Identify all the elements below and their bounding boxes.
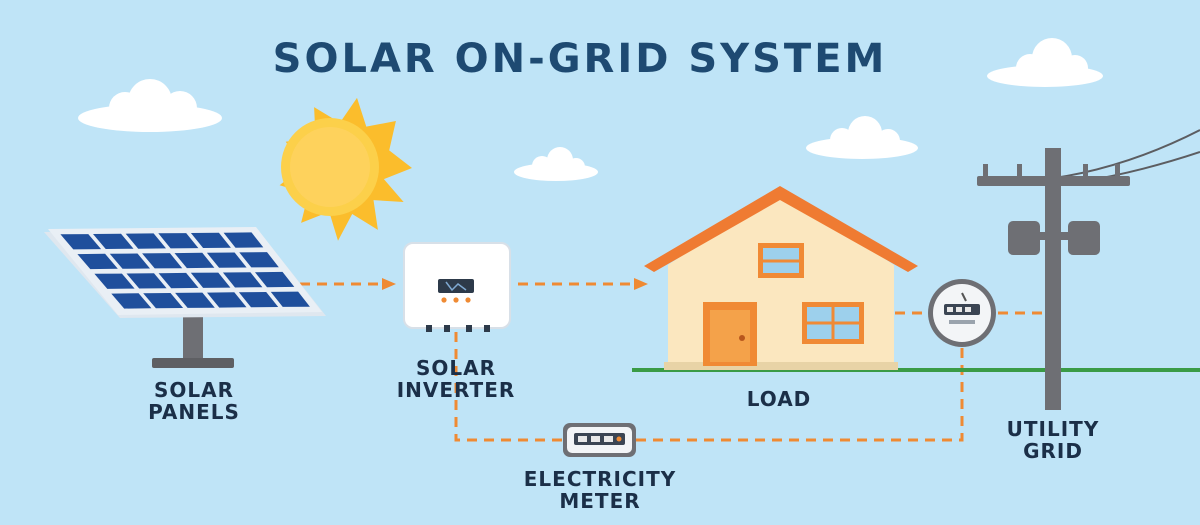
inverter-icon <box>403 242 511 332</box>
solar-cell <box>77 253 118 270</box>
solar-cell <box>93 233 134 249</box>
diagram-title: SOLAR ON-GRID SYSTEM <box>272 36 888 82</box>
utility-pole-icon <box>977 129 1200 410</box>
cloud-icon <box>514 147 598 181</box>
solar-cell <box>239 252 279 268</box>
house-icon <box>644 186 918 370</box>
solar-cell <box>60 234 102 250</box>
label-electricity-meter-line2: METER <box>559 489 641 513</box>
label-solar-inverter-line1: SOLAR <box>415 356 497 380</box>
cloud-icon <box>806 116 918 159</box>
label-utility-grid-line2: GRID <box>1023 439 1083 463</box>
electricity-meter-icon <box>928 279 996 347</box>
arrow-head-icon <box>634 278 648 290</box>
solar-cell <box>125 233 166 249</box>
label-solar-panels-line1: SOLAR <box>153 378 235 402</box>
solar-panel-icon <box>44 227 326 368</box>
solar-cell <box>223 232 264 248</box>
solar-cell <box>222 272 263 288</box>
label-solar-panels: SOLAR PANELS <box>124 379 264 423</box>
solar-cell <box>158 233 199 249</box>
solar-cell <box>126 273 167 289</box>
solar-cell <box>207 292 247 308</box>
label-utility-grid-line1: UTILITY <box>1006 417 1100 441</box>
solar-cell <box>158 272 199 289</box>
label-solar-panels-line2: PANELS <box>148 400 240 424</box>
label-load-text: LOAD <box>746 387 812 411</box>
solar-cell <box>94 273 135 289</box>
solar-cell <box>190 272 231 288</box>
solar-cell <box>255 271 295 288</box>
label-utility-grid: UTILITY GRID <box>983 418 1123 462</box>
solar-cell <box>270 291 310 307</box>
sun-icon <box>279 97 412 241</box>
solar-cell <box>175 292 215 308</box>
label-electricity-meter-line1: ELECTRICITY <box>523 467 677 491</box>
label-electricity-meter: ELECTRICITY METER <box>488 468 712 512</box>
solar-cell <box>206 252 247 268</box>
label-solar-inverter-line2: INVERTER <box>396 378 516 402</box>
label-load: LOAD <box>724 388 834 410</box>
arrow-head-icon <box>382 278 396 290</box>
cloud-icon <box>78 79 222 132</box>
label-solar-inverter: SOLAR INVERTER <box>376 357 536 401</box>
solar-cell <box>142 253 183 269</box>
solar-cell <box>143 293 184 309</box>
solar-cell <box>109 253 150 269</box>
solar-cell <box>174 252 215 269</box>
solar-cell <box>190 232 231 248</box>
cloud-icon <box>987 38 1103 87</box>
solar-cell <box>111 293 152 309</box>
electricity-meter-icon <box>563 423 636 457</box>
solar-cell <box>238 292 279 308</box>
